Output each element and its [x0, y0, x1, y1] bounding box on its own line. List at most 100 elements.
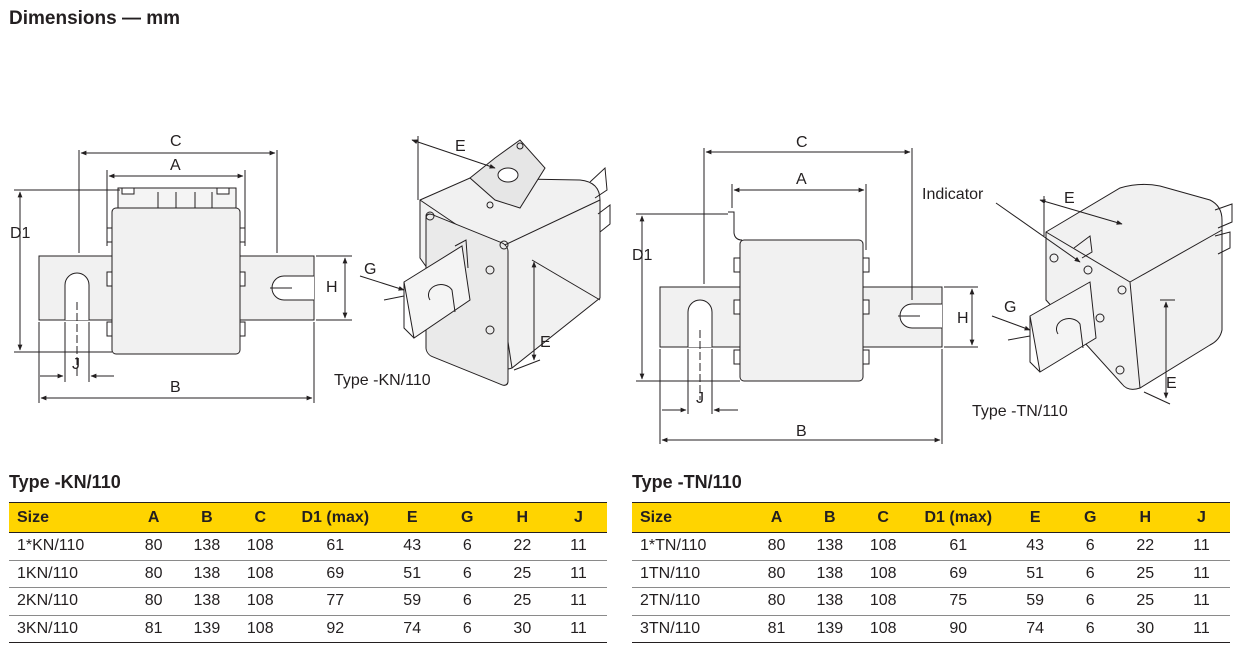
column-header: C [857, 502, 909, 533]
label-e: E [1166, 375, 1177, 392]
table-cell: 138 [179, 587, 235, 616]
table-cell: 92 [285, 615, 385, 643]
table-cell: 1*KN/110 [9, 532, 128, 561]
table-cell: 108 [234, 532, 286, 561]
table-cell: 30 [1117, 615, 1173, 643]
tn-table-title: Type -TN/110 [632, 472, 742, 492]
indicator-label: Indicator [922, 186, 984, 203]
label-e: E [540, 334, 551, 351]
column-header: C [234, 502, 286, 533]
table-cell: 1KN/110 [9, 560, 128, 588]
table-cell: 59 [1007, 587, 1063, 616]
label-c: C [796, 134, 808, 151]
column-header: Size [9, 502, 128, 533]
column-header: J [1172, 502, 1230, 533]
label-c: C [170, 133, 182, 150]
label-g: G [1004, 299, 1016, 316]
table-cell: 11 [1172, 532, 1230, 561]
label-d1: D1 [10, 225, 31, 242]
table-cell: 69 [285, 560, 385, 588]
label-b: B [796, 423, 807, 440]
table-cell: 139 [179, 615, 235, 643]
label-a: A [796, 171, 807, 188]
table-cell: 74 [384, 615, 440, 643]
table-cell: 1TN/110 [632, 560, 751, 588]
table-cell: 30 [494, 615, 550, 643]
table-cell: 74 [1007, 615, 1063, 643]
table-cell: 80 [127, 532, 180, 561]
table-cell: 138 [802, 560, 858, 588]
label-h: H [957, 310, 969, 327]
column-header: E [384, 502, 440, 533]
table-cell: 138 [179, 532, 235, 561]
table-cell: 6 [1062, 615, 1118, 643]
table-cell: 138 [802, 587, 858, 616]
column-header: B [179, 502, 235, 533]
page-title: Dimensions — mm [9, 8, 181, 29]
table-cell: 108 [857, 560, 909, 588]
table-cell: 11 [1172, 587, 1230, 616]
dimension-drawings: C A D1 H J B E G E Type -KN/110 C A D1 H… [10, 133, 1233, 444]
table-cell: 3KN/110 [9, 615, 128, 643]
label-d1: D1 [632, 247, 653, 264]
label-b: B [170, 379, 181, 396]
table-cell: 43 [1007, 532, 1063, 561]
table-cell: 75 [908, 587, 1008, 616]
table-cell: 25 [1117, 560, 1173, 588]
table-cell: 77 [285, 587, 385, 616]
label-a: A [170, 157, 181, 174]
table-cell: 108 [234, 615, 286, 643]
kn-iso-view [359, 136, 611, 386]
table-cell: 80 [750, 587, 803, 616]
table-cell: 11 [549, 615, 607, 643]
table-cell: 22 [494, 532, 550, 561]
table-cell: 108 [234, 560, 286, 588]
label-e: E [455, 138, 466, 155]
table-cell: 81 [127, 615, 180, 643]
table-cell: 61 [908, 532, 1008, 561]
table-cell: 108 [857, 615, 909, 643]
label-h: H [326, 279, 338, 296]
table-cell: 11 [549, 560, 607, 588]
column-header: A [750, 502, 803, 533]
table-cell: 61 [285, 532, 385, 561]
table-cell: 108 [234, 587, 286, 616]
column-header: D1 (max) [908, 502, 1008, 533]
column-header: H [1117, 502, 1173, 533]
tn-type-label: Type -TN/110 [972, 403, 1068, 420]
table-cell: 6 [439, 615, 495, 643]
table-cell: 80 [750, 560, 803, 588]
table-cell: 6 [1062, 532, 1118, 561]
label-e: E [1064, 190, 1075, 207]
table-cell: 51 [1007, 560, 1063, 588]
table-cell: 2TN/110 [632, 587, 751, 616]
table-cell: 6 [1062, 587, 1118, 616]
table-cell: 22 [1117, 532, 1173, 561]
table-cell: 11 [1172, 615, 1230, 643]
table-cell: 11 [549, 532, 607, 561]
label-g: G [364, 261, 376, 278]
table-cell: 51 [384, 560, 440, 588]
table-cell: 25 [1117, 587, 1173, 616]
table-cell: 138 [802, 532, 858, 561]
table-cell: 43 [384, 532, 440, 561]
table-cell: 138 [179, 560, 235, 588]
label-j: J [72, 356, 80, 373]
table-cell: 25 [494, 587, 550, 616]
table-cell: 80 [750, 532, 803, 561]
table-cell: 108 [857, 532, 909, 561]
tn-iso-view [991, 183, 1233, 405]
kn-type-label: Type -KN/110 [334, 372, 431, 389]
table-cell: 6 [439, 532, 495, 561]
table-cell: 6 [1062, 560, 1118, 588]
column-header: G [439, 502, 495, 533]
column-header: Size [632, 502, 751, 533]
column-header: H [494, 502, 550, 533]
